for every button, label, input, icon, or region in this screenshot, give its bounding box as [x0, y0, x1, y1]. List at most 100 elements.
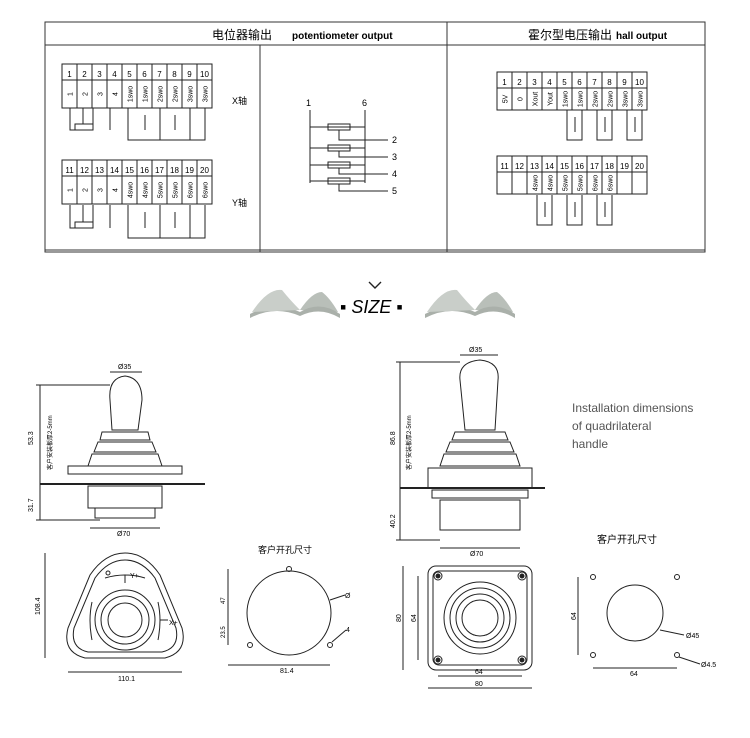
pot-y-wiring [69, 205, 206, 239]
left-below: 31.7 [28, 498, 35, 512]
left-width: 110.1 [118, 676, 135, 683]
pin-signal: 5swo [563, 175, 570, 191]
potentiometer-cn: 电位器输出 [212, 27, 272, 42]
ladder-label-2: 2 [392, 135, 397, 145]
right-top-view [402, 565, 533, 689]
pin-number: 7 [157, 70, 162, 79]
size-title: ▪ SIZE ▪ [340, 297, 403, 317]
right-bottom-80: 80 [475, 681, 483, 688]
pin-signal: 6swo [593, 175, 600, 191]
cut-phi: Ø [345, 593, 351, 600]
pin-signal: 6swo [203, 182, 210, 198]
hall-x-wiring [566, 110, 643, 141]
pin-signal: 1 [68, 188, 75, 192]
pin-number: 4 [112, 70, 117, 79]
left-dia-top: Ø35 [118, 364, 131, 371]
pin-signal: 2swo [593, 91, 600, 107]
pin-signal: 2swo [173, 86, 180, 102]
pin-signal: 0 [518, 97, 525, 101]
right-cutout [577, 574, 701, 669]
y-plus-label: Y+ [130, 573, 139, 580]
pin-signal: 2 [83, 92, 90, 96]
pin-signal: 1swo [563, 91, 570, 107]
install-text-1: Installation dimensions [572, 401, 693, 415]
pin-number: 2 [517, 78, 522, 87]
pin-signal: 1swo [578, 91, 585, 107]
pin-signal: 3swo [638, 91, 645, 107]
pin-number: 8 [607, 78, 612, 87]
right-outer-80: 80 [396, 614, 403, 622]
pin-number: 11 [65, 166, 74, 175]
pin-signal: 3 [98, 188, 105, 192]
pot-y-pin-grid: 111122133144154swo164swo175swo185swo196s… [61, 159, 213, 205]
pin-number: 4 [547, 78, 552, 87]
wiring-table [44, 21, 706, 253]
pin-signal: 2swo [608, 91, 615, 107]
hall-x-pin-grid: 15V203Xout4Yout51swo61swo72swo82swo93swo… [496, 71, 648, 111]
pin-signal: 3 [98, 92, 105, 96]
pin-number: 14 [545, 162, 554, 171]
pin-number: 12 [80, 166, 89, 175]
pin-number: 1 [502, 78, 507, 87]
left-note: 客户安装板厚2-5mm [46, 415, 54, 470]
left-height: 53.3 [28, 431, 35, 445]
pin-signal: 2swo [158, 86, 165, 102]
pin-number: 9 [187, 70, 192, 79]
cut-47: 47 [221, 597, 227, 604]
pin-number: 10 [200, 70, 209, 79]
pin-signal: 3swo [188, 86, 195, 102]
pin-signal: 4swo [548, 175, 555, 191]
pin-signal: 4 [113, 92, 120, 96]
pin-signal: 4 [113, 188, 120, 192]
pin-number: 5 [562, 78, 567, 87]
open-book-icon-right [425, 289, 515, 318]
install-text-2: of quadrilateral [572, 419, 651, 433]
pin-number: 3 [532, 78, 537, 87]
hall-cn: 霍尔型电压输出 [528, 27, 612, 42]
ladder-label-3: 3 [392, 152, 397, 162]
pin-number: 17 [155, 166, 164, 175]
pin-signal: 3swo [623, 91, 630, 107]
pin-signal: 3swo [203, 86, 210, 102]
pin-number: 14 [110, 166, 119, 175]
potentiometer-en: potentiometer output [292, 31, 393, 42]
cut-23-5: 23.5 [221, 626, 227, 638]
pin-number: 9 [622, 78, 627, 87]
chevron-down-icon [368, 281, 382, 289]
pin-number: 8 [172, 70, 177, 79]
pin-number: 16 [140, 166, 149, 175]
pin-signal: 5swo [158, 182, 165, 198]
pot-x-wiring [69, 108, 206, 141]
pin-number: 15 [125, 166, 134, 175]
install-text-3: handle [572, 437, 608, 451]
pin-number: 17 [590, 162, 599, 171]
pin-signal: 2 [83, 188, 90, 192]
right-side-view [396, 354, 545, 549]
pin-number: 16 [575, 162, 584, 171]
pin-number: 3 [97, 70, 102, 79]
pin-number: 6 [142, 70, 147, 79]
right-height: 86.8 [390, 431, 397, 445]
open-book-icon-left [250, 289, 340, 318]
right-cut-64h: 64 [630, 671, 638, 678]
pin-signal: 4swo [143, 182, 150, 198]
left-side-height: 108.4 [35, 597, 42, 615]
pot-ladder-diagram [309, 110, 388, 192]
y-axis-label: Y轴 [232, 197, 247, 208]
right-inner-64: 64 [411, 614, 418, 622]
pin-signal: Yout [548, 92, 555, 106]
right-cutout-title: 客户开孔尺寸 [597, 533, 657, 546]
right-bottom-64: 64 [475, 669, 483, 676]
pin-number: 2 [82, 70, 87, 79]
pin-number: 13 [530, 162, 539, 171]
ladder-label-4: 4 [392, 169, 397, 179]
pin-signal: Xout [533, 92, 540, 106]
pin-number: 19 [620, 162, 629, 171]
right-base-dia: Ø70 [470, 551, 483, 558]
pin-signal: 4swo [533, 175, 540, 191]
right-below: 40.2 [390, 514, 397, 528]
x-axis-label: X轴 [232, 95, 247, 106]
left-cutout [227, 566, 347, 666]
